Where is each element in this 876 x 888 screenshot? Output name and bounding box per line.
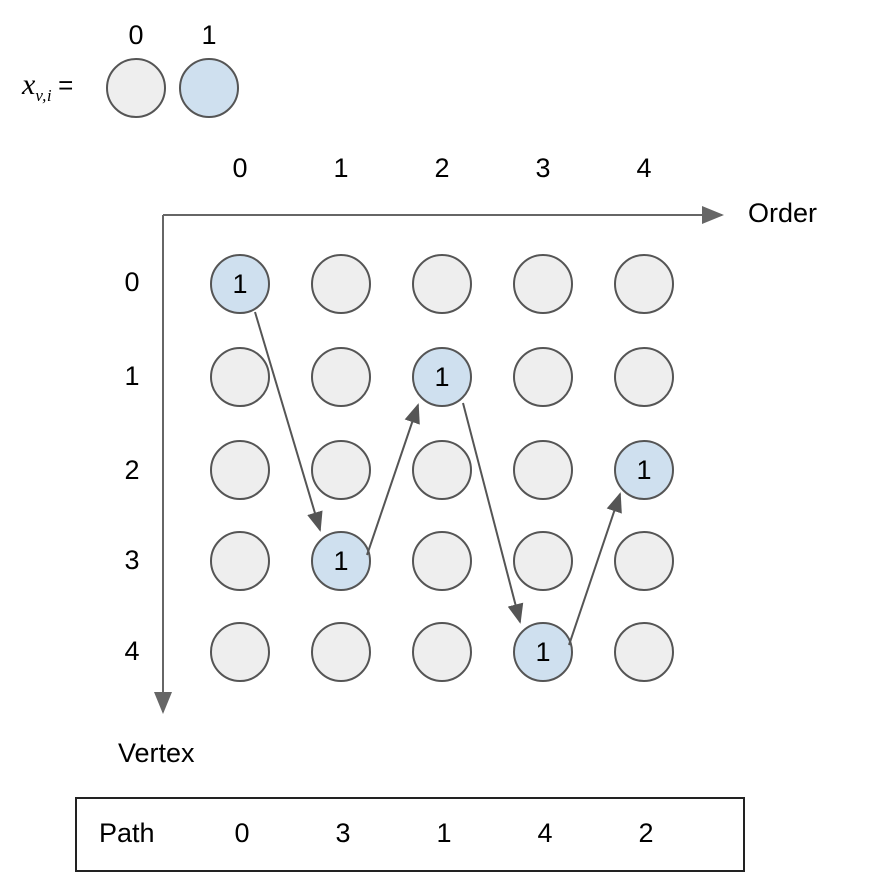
- cell-v2-o0[interactable]: [210, 440, 270, 500]
- cell-v3-o2[interactable]: [412, 531, 472, 591]
- cell-v0-o2[interactable]: [412, 254, 472, 314]
- cell-v4-o1[interactable]: [311, 622, 371, 682]
- legend-formula-equals: =: [58, 70, 74, 100]
- matrix-diagram: 0 1 2 3 4 0 1 2 3 4 Order Vertex 1 1 1: [118, 153, 818, 768]
- legend-caption-1: 1: [201, 20, 217, 50]
- path-arrow-1: [366, 403, 420, 556]
- cell-v2-o3[interactable]: [513, 440, 573, 500]
- path-step-2: 1: [436, 818, 452, 848]
- cell-v4-o3[interactable]: 1: [513, 622, 573, 682]
- column-header-4: 4: [636, 153, 652, 183]
- path-arrow-0: [254, 311, 323, 532]
- path-step-1: 3: [335, 818, 351, 848]
- vertex-axis-label: Vertex: [118, 738, 195, 768]
- path-step-4: 2: [638, 818, 654, 848]
- cell-v1-o3[interactable]: [513, 347, 573, 407]
- cell-v3-o4[interactable]: [614, 531, 674, 591]
- column-header-1: 1: [333, 153, 349, 183]
- row-header-2: 2: [124, 455, 140, 485]
- column-header-2: 2: [434, 153, 450, 183]
- cell-v0-o1[interactable]: [311, 254, 371, 314]
- path-arrow-3: [568, 492, 622, 646]
- path-label: Path: [99, 818, 155, 848]
- order-axis-label: Order: [748, 198, 818, 228]
- cell-v0-o4[interactable]: [614, 254, 674, 314]
- legend-formula: xv,i =: [22, 68, 73, 106]
- column-header-0: 0: [232, 153, 248, 183]
- cell-v3-o0[interactable]: [210, 531, 270, 591]
- cell-v3-o1[interactable]: 1: [311, 531, 371, 591]
- cell-v4-o4[interactable]: [614, 622, 674, 682]
- legend-swatch-one: [179, 58, 239, 118]
- cell-v1-o1[interactable]: [311, 347, 371, 407]
- row-header-3: 3: [124, 545, 140, 575]
- legend: xv,i = 0 1: [0, 0, 300, 140]
- cell-v1-o4[interactable]: [614, 347, 674, 407]
- path-step-3: 4: [537, 818, 553, 848]
- legend-formula-base: x: [22, 68, 36, 101]
- row-header-0: 0: [124, 267, 140, 297]
- cell-v4-o0[interactable]: [210, 622, 270, 682]
- cell-v2-o2[interactable]: [412, 440, 472, 500]
- path-step-0: 0: [234, 818, 250, 848]
- legend-caption-0: 0: [128, 20, 144, 50]
- path-arrow-2: [462, 402, 524, 624]
- legend-swatch-zero: [106, 58, 166, 118]
- cell-v2-o4[interactable]: 1: [614, 440, 674, 500]
- cell-v3-o3[interactable]: [513, 531, 573, 591]
- cell-v2-o1[interactable]: [311, 440, 371, 500]
- cell-v4-o2[interactable]: [412, 622, 472, 682]
- cell-v1-o0[interactable]: [210, 347, 270, 407]
- column-header-3: 3: [535, 153, 551, 183]
- cell-v0-o3[interactable]: [513, 254, 573, 314]
- row-header-1: 1: [124, 361, 140, 391]
- cell-v0-o0[interactable]: 1: [210, 254, 270, 314]
- legend-formula-subscript: v,i: [35, 86, 53, 105]
- row-header-4: 4: [124, 636, 140, 666]
- cell-v1-o2[interactable]: 1: [412, 347, 472, 407]
- path-summary-box: Path 0 3 1 4 2: [75, 797, 745, 872]
